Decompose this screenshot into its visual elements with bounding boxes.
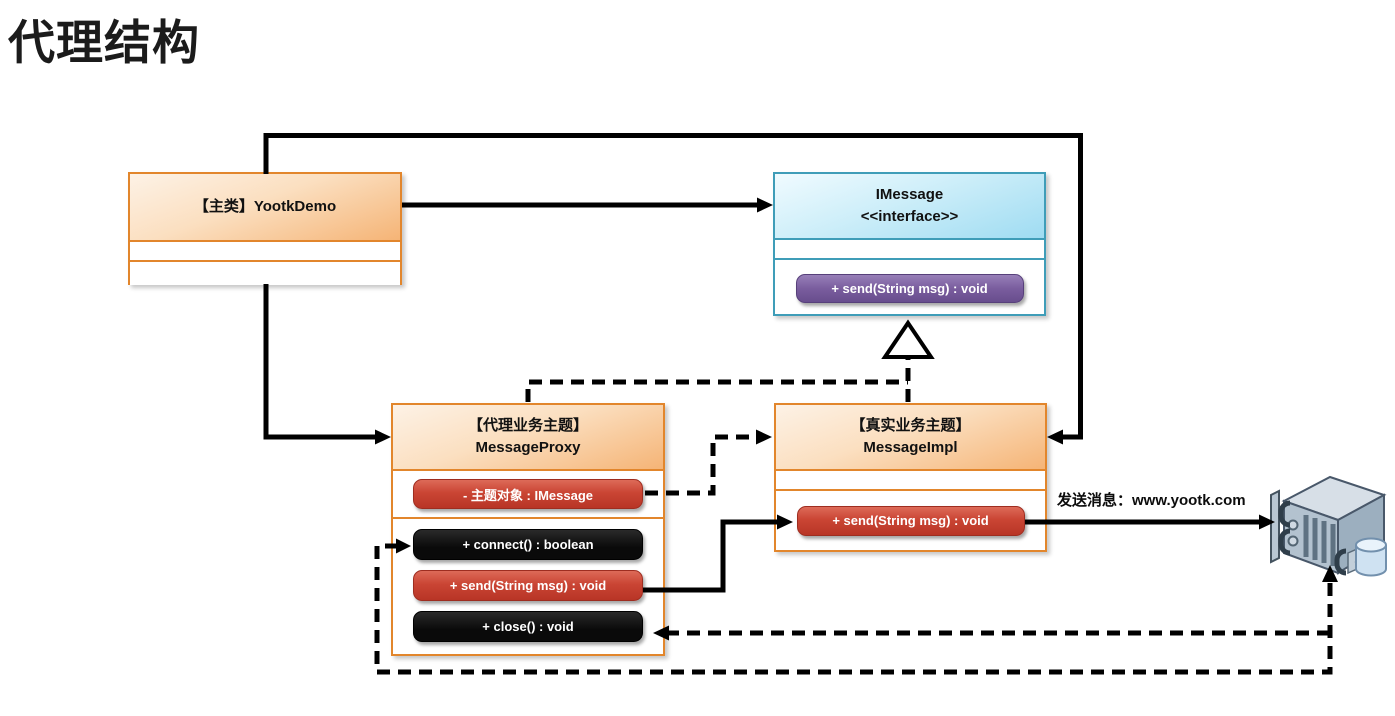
methods-compartment: + send(String msg) : void xyxy=(775,260,1044,316)
class-header-messageproxy: 【代理业务主题】 MessageProxy xyxy=(393,405,663,471)
class-box-messageproxy: 【代理业务主题】 MessageProxy - 主题对象 : IMessage … xyxy=(391,403,665,656)
server-icon xyxy=(1270,475,1387,577)
edge-yootkdemo-messageproxy xyxy=(263,284,377,440)
class-header-imessage: IMessage <<interface>> xyxy=(775,174,1044,240)
class-box-imessage: IMessage <<interface>> + send(String msg… xyxy=(773,172,1046,316)
field-pill-subject: - 主题对象 : IMessage xyxy=(413,479,643,509)
fields-compartment-empty xyxy=(130,242,400,262)
class-box-messageimpl: 【真实业务主题】 MessageImpl + send(String msg) … xyxy=(774,403,1047,552)
arrowhead xyxy=(1047,429,1063,445)
methods-compartment-empty xyxy=(130,262,400,285)
arrowhead xyxy=(756,429,772,445)
class-title: 【主类】YootkDemo xyxy=(193,198,337,216)
class-name: MessageImpl xyxy=(863,439,958,456)
class-header-messageimpl: 【真实业务主题】 MessageImpl xyxy=(776,405,1045,471)
methods-compartment: + send(String msg) : void xyxy=(776,491,1045,550)
send-message-label: 发送消息：www.yootk.com xyxy=(1057,492,1246,509)
fields-compartment-empty xyxy=(775,240,1044,260)
class-title: IMessage xyxy=(875,186,944,204)
method-pill-connect: + connect() : boolean xyxy=(413,529,643,560)
method-pill-send: + send(String msg) : void xyxy=(796,505,1025,536)
class-title: 【代理业务主题】 xyxy=(467,417,588,435)
class-title: 【真实业务主题】 xyxy=(850,417,971,435)
class-stereotype: <<interface>> xyxy=(860,208,959,225)
class-box-yootkdemo: 【主类】YootkDemo xyxy=(128,172,402,285)
fields-compartment: - 主题对象 : IMessage xyxy=(393,471,663,519)
class-header-yootkdemo: 【主类】YootkDemo xyxy=(130,174,400,242)
arrowhead xyxy=(757,197,773,213)
arrowhead xyxy=(375,429,391,445)
method-pill-send: + send(String msg) : void xyxy=(413,570,643,601)
method-pill-close: + close() : void xyxy=(413,611,643,642)
methods-compartment: + connect() : boolean + send(String msg)… xyxy=(393,519,663,652)
page-title: 代理结构 xyxy=(8,16,200,69)
fields-compartment-empty xyxy=(776,471,1045,491)
realization-triangle xyxy=(881,319,935,359)
method-pill-send: + send(String msg) : void xyxy=(795,273,1024,303)
edge-realization-proxy xyxy=(525,379,908,402)
class-name: MessageProxy xyxy=(475,439,581,456)
